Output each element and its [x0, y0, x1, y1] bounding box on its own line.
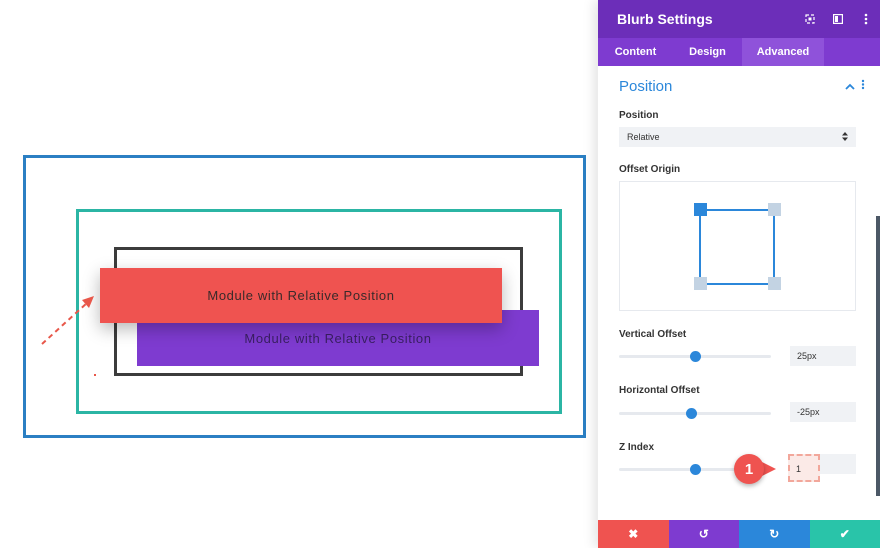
vertical-offset-label: Vertical Offset	[619, 329, 687, 340]
horizontal-offset-slider[interactable]	[619, 408, 771, 419]
cancel-button[interactable]: ✖	[598, 520, 669, 548]
dashed-arrow-icon	[41, 296, 94, 345]
tab-design[interactable]: Design	[689, 46, 726, 58]
position-label: Position	[619, 110, 659, 121]
panel-footer: ✖ ↺ ↻ ✔	[598, 520, 880, 548]
settings-tabs: Content Design Advanced	[598, 38, 880, 66]
module-front-label: Module with Relative Position	[207, 288, 395, 303]
vertical-offset-slider[interactable]	[619, 351, 771, 362]
chevron-up-icon[interactable]	[845, 80, 855, 94]
module-back-label: Module with Relative Position	[244, 330, 432, 346]
z-index-input-field: 1	[788, 454, 856, 482]
vertical-offset-knob[interactable]	[689, 351, 701, 362]
section-title-position[interactable]: Position	[619, 78, 673, 95]
offset-origin-picker	[619, 181, 856, 311]
origin-handle-top-left[interactable]	[694, 203, 707, 216]
panel-body: Position Position Relative Offset Origin	[598, 66, 880, 520]
settings-panel: Blurb Settings Content Design Advanced P…	[598, 0, 880, 548]
origin-handle-top-right[interactable]	[768, 203, 781, 216]
origin-handle-bottom-left[interactable]	[694, 277, 707, 290]
panel-header: Blurb Settings	[598, 0, 880, 38]
tab-advanced[interactable]: Advanced	[742, 38, 824, 66]
tab-content[interactable]: Content	[614, 46, 657, 58]
horizontal-offset-label: Horizontal Offset	[619, 385, 700, 396]
marker-dot	[94, 374, 96, 376]
position-select-value: Relative	[627, 132, 660, 142]
redo-button[interactable]: ↻	[739, 520, 810, 548]
undo-icon: ↺	[698, 527, 709, 541]
sidebar-icon[interactable]	[824, 0, 852, 38]
save-button[interactable]: ✔	[809, 520, 880, 548]
origin-handle-bottom-right[interactable]	[768, 277, 781, 290]
select-arrows-icon	[842, 132, 848, 142]
panel-title: Blurb Settings	[617, 11, 713, 27]
origin-square	[699, 209, 775, 285]
redo-icon: ↻	[769, 527, 780, 541]
more-icon[interactable]	[852, 0, 880, 38]
undo-button[interactable]: ↺	[668, 520, 739, 548]
horizontal-offset-input[interactable]: -25px	[790, 402, 856, 422]
outer-section-frame	[23, 155, 586, 438]
z-index-input[interactable]: 1	[788, 454, 820, 482]
check-icon: ✔	[839, 527, 850, 541]
vertical-offset-input[interactable]: 25px	[790, 346, 856, 366]
callout-pointer	[760, 461, 776, 477]
module-front[interactable]: Module with Relative Position	[100, 268, 502, 323]
z-index-slider[interactable]	[619, 464, 771, 475]
z-index-knob[interactable]	[689, 464, 701, 475]
position-select[interactable]: Relative	[619, 127, 856, 147]
offset-origin-label: Offset Origin	[619, 164, 681, 175]
section-more-icon[interactable]	[861, 79, 865, 93]
horizontal-offset-knob[interactable]	[686, 408, 698, 419]
close-icon: ✖	[628, 527, 639, 541]
z-index-label: Z Index	[619, 442, 655, 453]
callout-badge: 1	[734, 454, 764, 484]
expand-icon[interactable]	[796, 0, 824, 38]
panel-scrollbar[interactable]	[876, 216, 880, 496]
